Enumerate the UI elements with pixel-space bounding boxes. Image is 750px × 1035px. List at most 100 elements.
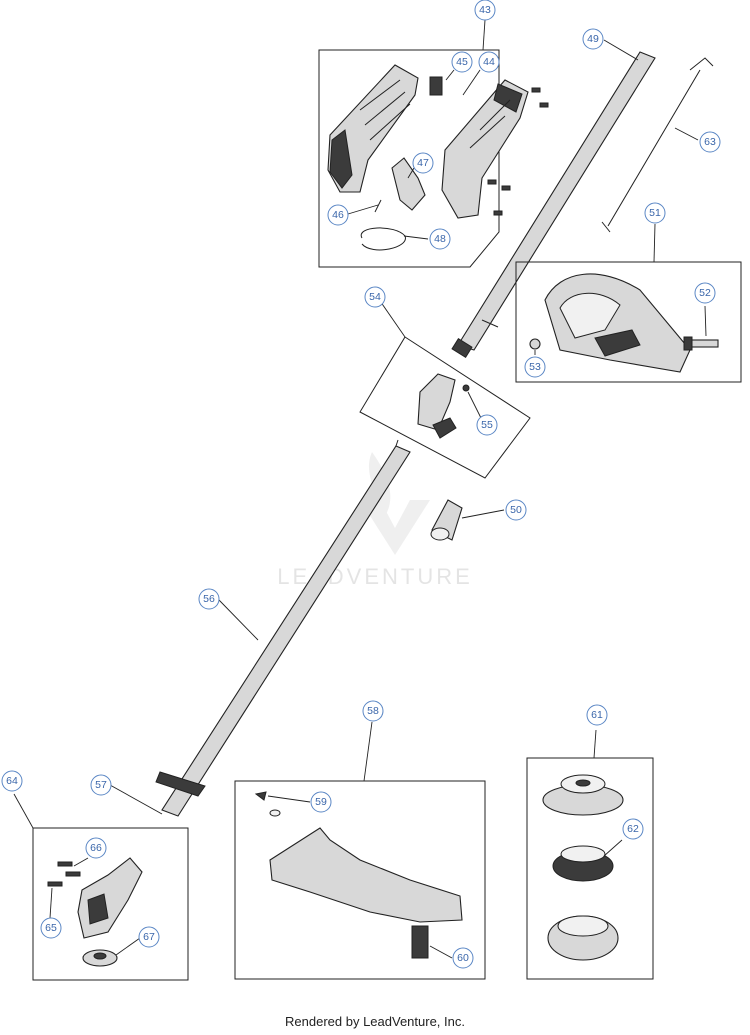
svg-text:63: 63 [704,136,716,148]
svg-text:57: 57 [95,779,107,791]
svg-text:65: 65 [45,922,57,934]
svg-text:45: 45 [456,56,468,68]
svg-text:55: 55 [481,419,493,431]
callout-66[interactable]: 66 [85,837,107,859]
trimmer-head-bottom [547,915,619,961]
leader-50 [461,509,505,519]
coupler-frame [359,336,531,479]
handle-housing-frame [318,49,500,268]
coupler [417,373,470,439]
leader-62 [603,839,623,857]
switch-small [429,76,443,96]
callout-47[interactable]: 47 [412,152,434,174]
guard-frame [234,780,486,980]
callout-53[interactable]: 53 [524,356,546,378]
leader-63 [674,127,699,141]
svg-text:60: 60 [457,952,469,964]
callout-52[interactable]: 52 [694,282,716,304]
callout-44[interactable]: 44 [478,51,500,73]
leader-54 [377,297,406,338]
svg-text:66: 66 [90,842,102,854]
svg-text:44: 44 [483,56,495,68]
footer-credit: Rendered by LeadVenture, Inc. [285,1014,465,1029]
leader-66 [73,857,89,867]
svg-text:61: 61 [591,709,603,721]
callout-50[interactable]: 50 [505,499,527,521]
callout-64[interactable]: 64 [1,770,23,792]
guard [269,827,463,959]
svg-text:47: 47 [417,157,429,169]
svg-text:54: 54 [369,291,381,303]
callout-67[interactable]: 67 [138,926,160,948]
throttle-cable [601,57,714,233]
callout-65[interactable]: 65 [40,917,62,939]
trimmer-head-top [542,774,624,816]
callout-57[interactable]: 57 [90,774,112,796]
callout-48[interactable]: 48 [429,228,451,250]
svg-text:49: 49 [587,33,599,45]
svg-text:58: 58 [367,705,379,717]
svg-text:59: 59 [315,796,327,808]
gearhead [77,857,143,967]
leader-44 [462,69,481,96]
callout-55[interactable]: 55 [476,414,498,436]
gearhead-frame [32,827,189,981]
handle-housing-left [327,64,419,193]
callout-51[interactable]: 51 [644,202,666,224]
handle-housing-right [441,79,529,219]
leader-61 [593,729,597,759]
screws-housing [374,87,549,216]
trimmer-head-frame [526,757,654,980]
svg-text:46: 46 [332,209,344,221]
callout-63[interactable]: 63 [699,131,721,153]
callout-59[interactable]: 59 [310,791,332,813]
callout-62[interactable]: 62 [622,818,644,840]
assist-handle [544,273,691,373]
leader-52 [704,305,707,337]
gearhead-screws [47,861,81,887]
svg-text:48: 48 [434,233,446,245]
leader-65 [49,887,53,919]
callout-56[interactable]: 56 [198,588,220,610]
leader-47 [407,167,415,179]
callout-45[interactable]: 45 [451,51,473,73]
callout-49[interactable]: 49 [582,28,604,50]
trigger [391,157,426,211]
upper-shaft [451,51,656,359]
leader-49 [603,39,639,61]
leader-67 [115,937,141,956]
callout-60[interactable]: 60 [452,947,474,969]
leader-58 [363,721,373,782]
assist-handle-frame [515,261,742,383]
leader-59 [267,795,311,803]
svg-text:43: 43 [479,4,491,16]
shaft-clamp [430,499,463,541]
spring-clip [360,227,406,251]
svg-text:53: 53 [529,361,541,373]
svg-text:52: 52 [699,287,711,299]
svg-text:51: 51 [649,207,661,219]
svg-text:62: 62 [627,823,639,835]
svg-text:56: 56 [203,593,215,605]
assist-handle-bolt [683,336,719,351]
leader-57 [109,784,163,815]
svg-text:64: 64 [6,775,18,787]
guard-hardware [254,791,281,817]
leader-46 [347,204,379,215]
callout-61[interactable]: 61 [586,704,608,726]
assist-handle-nut [529,338,541,350]
callout-54[interactable]: 54 [364,286,386,308]
svg-text:50: 50 [510,504,522,516]
leader-56 [218,599,259,641]
leader-60 [429,945,453,959]
leader-43 [482,19,486,51]
callout-43[interactable]: 43 [474,0,496,21]
lower-shaft [155,439,411,817]
callout-58[interactable]: 58 [362,700,384,722]
leader-51 [653,223,656,263]
leader-48 [403,235,429,240]
leader-45 [445,69,455,81]
callout-46[interactable]: 46 [327,204,349,226]
svg-text:67: 67 [143,931,155,943]
